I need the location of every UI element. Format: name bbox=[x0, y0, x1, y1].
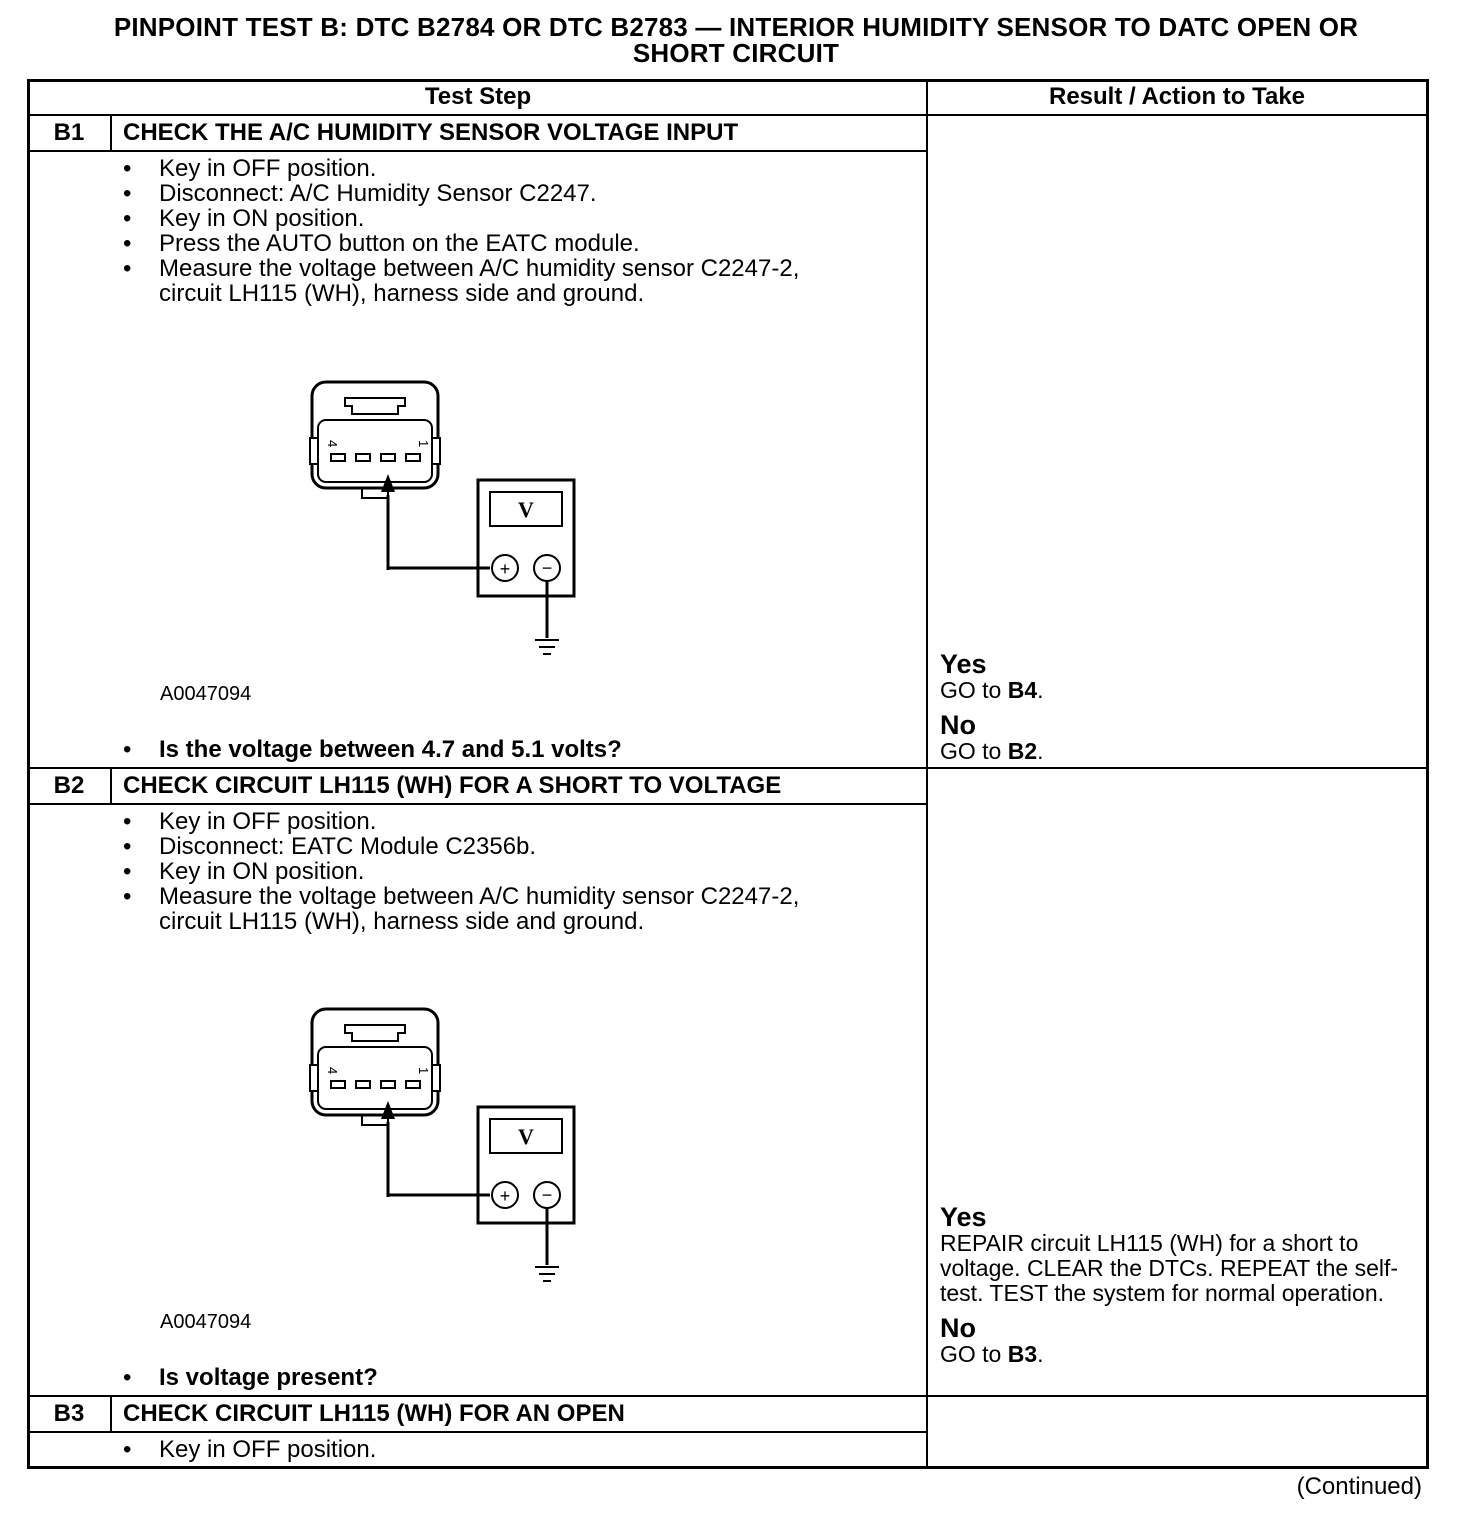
pin-cavity bbox=[380, 453, 396, 462]
step-question: Is the voltage between 4.7 and 5.1 volts… bbox=[123, 736, 622, 764]
voltmeter bbox=[476, 1105, 576, 1225]
positive-terminal bbox=[491, 1181, 519, 1209]
page-title-line-2: SHORT CIRCUIT bbox=[632, 38, 840, 68]
instruction-item: Key in ON position. bbox=[123, 859, 903, 884]
pin-number-1: 1 bbox=[416, 440, 431, 447]
step-heading-rule bbox=[28, 1431, 927, 1433]
column-divider bbox=[926, 80, 928, 1468]
step-instructions: Key in OFF position. bbox=[123, 1437, 903, 1462]
connector-body bbox=[317, 1046, 433, 1110]
continued-note: (Continued) bbox=[1296, 1473, 1422, 1500]
pin-cavity bbox=[405, 1080, 421, 1089]
step-question: Is voltage present? bbox=[123, 1364, 378, 1392]
positive-terminal bbox=[491, 554, 519, 582]
ground-icon bbox=[535, 1266, 559, 1282]
voltmeter-display bbox=[489, 491, 563, 527]
header-rule bbox=[28, 114, 1428, 116]
pin-cavity bbox=[330, 453, 346, 462]
instruction-item: Press the AUTO button on the EATC module… bbox=[123, 231, 903, 256]
figure-id: A0047094 bbox=[160, 683, 252, 705]
voltmeter-connector-diagram: 4 1 V + − bbox=[309, 380, 576, 655]
step-id-divider bbox=[110, 1396, 112, 1432]
step-heading-rule bbox=[28, 150, 927, 152]
step-instructions: Key in OFF position. Disconnect: A/C Hum… bbox=[123, 156, 903, 306]
connector-latch bbox=[344, 1024, 406, 1042]
pin-cavity bbox=[380, 1080, 396, 1089]
instruction-item: Measure the voltage between A/C humidity… bbox=[123, 884, 903, 934]
goto-link-b2[interactable]: B2 bbox=[1007, 738, 1038, 764]
step-id: B1 bbox=[53, 119, 85, 146]
step-heading: CHECK CIRCUIT LH115 (WH) FOR A SHORT TO … bbox=[123, 772, 782, 799]
pin-cavity bbox=[355, 453, 371, 462]
instruction-item: Key in ON position. bbox=[123, 206, 903, 231]
voltmeter-display bbox=[489, 1118, 563, 1154]
step-heading-rule bbox=[28, 803, 927, 805]
no-action: GO to B2. bbox=[940, 738, 1044, 764]
column-header-result: Result / Action to Take bbox=[1048, 83, 1306, 110]
yes-label: Yes bbox=[940, 1202, 987, 1232]
goto-link-b3[interactable]: B3 bbox=[1007, 1341, 1038, 1367]
pin-number-4: 4 bbox=[325, 440, 340, 447]
step-results: Yes REPAIR circuit LH115 (WH) for a shor… bbox=[940, 1203, 1420, 1367]
instruction-item: Key in OFF position. bbox=[123, 1437, 903, 1462]
step-heading: CHECK THE A/C HUMIDITY SENSOR VOLTAGE IN… bbox=[123, 119, 739, 146]
step-results: Yes GO to B4. No GO to B2. bbox=[940, 650, 1420, 764]
figure-id: A0047094 bbox=[160, 1311, 252, 1333]
step-heading: CHECK CIRCUIT LH115 (WH) FOR AN OPEN bbox=[123, 1400, 625, 1427]
instruction-item: Measure the voltage between A/C humidity… bbox=[123, 256, 903, 306]
instruction-item: Disconnect: EATC Module C2356b. bbox=[123, 834, 903, 859]
step-id: B2 bbox=[53, 772, 85, 799]
step-rule bbox=[28, 1395, 1428, 1397]
yes-label: Yes bbox=[940, 649, 987, 679]
voltmeter-unit-label: V bbox=[518, 497, 534, 522]
pin-cavity bbox=[330, 1080, 346, 1089]
yes-action: REPAIR circuit LH115 (WH) for a short to… bbox=[940, 1230, 1399, 1306]
pinpoint-table bbox=[27, 79, 1429, 1469]
voltmeter bbox=[476, 478, 576, 598]
pin-number-4: 4 bbox=[325, 1067, 340, 1074]
instruction-item: Key in OFF position. bbox=[123, 156, 903, 181]
no-label: No bbox=[940, 710, 976, 740]
voltmeter-connector-diagram: 4 1 V + − bbox=[309, 1007, 576, 1282]
svg-text:−: − bbox=[542, 558, 553, 578]
goto-link-b4[interactable]: B4 bbox=[1007, 677, 1038, 703]
page-title: PINPOINT TEST B: DTC B2784 OR DTC B2783 … bbox=[0, 14, 1472, 66]
voltmeter-unit-label: V bbox=[518, 1124, 534, 1149]
step-rule bbox=[28, 767, 1428, 769]
step-instructions: Key in OFF position. Disconnect: EATC Mo… bbox=[123, 809, 903, 934]
instruction-item: Key in OFF position. bbox=[123, 809, 903, 834]
svg-text:−: − bbox=[542, 1185, 553, 1205]
pin-number-1: 1 bbox=[416, 1067, 431, 1074]
svg-text:+: + bbox=[500, 559, 511, 579]
no-action: GO to B3. bbox=[940, 1341, 1044, 1367]
probe-arrow bbox=[381, 474, 395, 492]
page-title-line-1: PINPOINT TEST B: DTC B2784 OR DTC B2783 … bbox=[113, 12, 1359, 42]
ground-icon bbox=[535, 639, 559, 655]
yes-action: GO to B4. bbox=[940, 677, 1044, 703]
instruction-item: Disconnect: A/C Humidity Sensor C2247. bbox=[123, 181, 903, 206]
svg-text:+: + bbox=[500, 1186, 511, 1206]
no-label: No bbox=[940, 1313, 976, 1343]
connector-body bbox=[317, 419, 433, 483]
step-id: B3 bbox=[53, 1400, 85, 1427]
step-id-divider bbox=[110, 115, 112, 151]
probe-arrow bbox=[381, 1101, 395, 1119]
column-header-test-step: Test Step bbox=[424, 83, 532, 110]
connector-latch bbox=[344, 397, 406, 415]
pin-cavity bbox=[405, 453, 421, 462]
pin-cavity bbox=[355, 1080, 371, 1089]
step-id-divider bbox=[110, 768, 112, 804]
